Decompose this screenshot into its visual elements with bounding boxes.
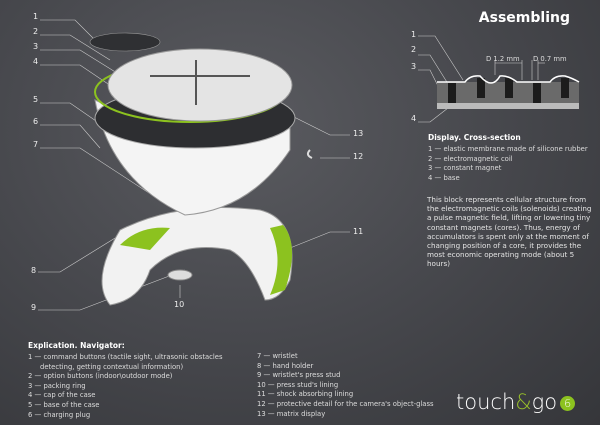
callout-8: 8 [31,266,37,275]
wristlet [101,207,293,306]
membrane [437,75,580,84]
cross-section-heading: Display. Cross-section [428,133,521,142]
nav-item: 1 — command buttons (tactile sight, ultr… [28,353,223,361]
press-stud [167,269,193,281]
matrix-dots [150,60,250,105]
dim-1: D 1.2 mm [486,55,520,63]
device-exploded-illustration [38,19,350,311]
callout-2: 2 [33,27,39,36]
cs-item: 4 — base [428,173,460,182]
callout-5: 5 [33,95,39,104]
logo-badge: 6 [560,395,576,411]
nav-item: 3 — packing ring [28,381,86,390]
logo-word-2: go [531,390,558,414]
callout-3: 3 [33,42,39,51]
command-buttons [89,32,161,52]
page-title: Assembling [478,10,570,26]
cross-section-diagram [418,35,580,123]
nav-item: 9 — wristlet's press stud [257,371,341,380]
navigator-legend: Explication. Navigator: 1 — command butt… [28,341,223,420]
callout-13: 13 [353,129,364,138]
navigator-heading: Explication. Navigator: [28,341,125,350]
nav-item: 5 — base of the case [28,400,100,409]
cs-callout-3: 3 [411,62,417,71]
navigator-legend-right: 7 — wristlet 8 — hand holder 9 — wristle… [257,352,434,419]
cs-callout-2: 2 [411,45,417,54]
nav-item: 10 — press stud's lining [257,380,339,389]
shock-lining [270,225,293,295]
nav-item: 8 — hand holder [257,361,314,370]
callout-7: 7 [33,140,39,149]
callout-4: 4 [33,57,39,66]
cs-callout-1: 1 [411,30,417,39]
nav-item: detecting, getting contextual informatio… [40,362,184,371]
callout-9: 9 [31,303,37,312]
cs-item: 2 — electromagnetic coil [428,154,513,163]
callout-1: 1 [33,12,39,21]
leader-lines [38,19,350,311]
cs-item: 3 — constant magnet [428,164,502,173]
nav-item: 4 — cap of the case [28,391,96,400]
nav-item: 12 — protective detail for the camera's … [257,399,434,408]
logo-amp: & [515,390,532,414]
callout-12: 12 [353,152,364,161]
description-text: This block represents cellular structure… [427,195,592,269]
nav-item: 2 — option buttons (indoor\outdoor mode) [28,372,173,381]
callout-6: 6 [33,117,39,126]
cs-item: 1 — elastic membrane made of silicone ru… [428,145,588,153]
nav-item: 7 — wristlet [257,352,298,360]
logo-word-1: touch [456,390,516,414]
callout-10: 10 [174,300,185,309]
nav-item: 6 — charging plug [28,410,91,419]
cross-section-legend: Display. Cross-section 1 — elastic membr… [428,133,588,183]
matrix-display [107,48,293,122]
callout-11: 11 [353,227,364,236]
nav-item: 13 — matrix display [257,409,326,418]
cs-callout-4: 4 [411,114,417,123]
camera-protector [306,149,313,159]
dim-2: D 0.7 mm [533,55,567,63]
nav-item: 11 — shock absorbing lining [257,390,354,399]
